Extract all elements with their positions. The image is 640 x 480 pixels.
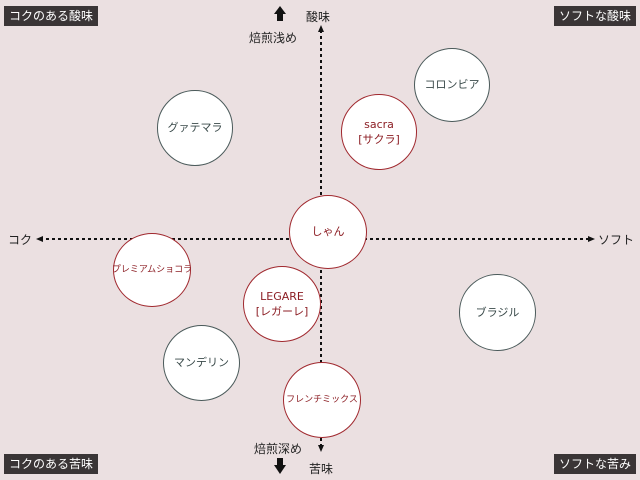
corner-label-soft-acidity: ソフトな酸味 <box>553 6 636 26</box>
bean-label: sacra <box>364 117 394 131</box>
up-arrow-icon <box>274 6 286 21</box>
axis-bottom-arrowhead <box>318 445 324 452</box>
bean-label: プレミアムショコラ <box>111 264 193 275</box>
bean-guatemala: グァテマラ <box>157 90 233 166</box>
bean-french-mix: フレンチミックス <box>283 362 361 438</box>
bean-label: LEGARE <box>260 289 304 303</box>
corner-label-rich-acidity: コクのある酸味 <box>4 6 99 26</box>
axis-label-dark-roast: 焙煎深め <box>254 442 303 456</box>
bean-premium-chocolat: プレミアムショコラ <box>111 233 193 307</box>
bean-brazil: ブラジル <box>459 274 536 351</box>
bean-label: しゃん <box>311 225 345 239</box>
bean-sacra: sacra [サクラ] <box>341 94 417 170</box>
corner-label-soft-bitterness: ソフトな苦み <box>553 454 636 474</box>
bean-shan: しゃん <box>289 195 367 269</box>
bean-legare: LEGARE [レガーレ] <box>243 266 321 342</box>
axis-label-soft: ソフト <box>598 233 635 247</box>
axis-label-body: コク <box>8 233 33 247</box>
bean-label: マンデリン <box>174 356 229 370</box>
axis-label-acidity: 酸味 <box>306 10 331 24</box>
down-arrow-icon <box>274 458 286 474</box>
axis-top-arrowhead <box>318 25 324 32</box>
corner-label-rich-bitterness: コクのある苦味 <box>4 454 99 474</box>
bean-sublabel: [レガーレ] <box>255 305 309 318</box>
axis-label-light-roast: 焙煎浅め <box>249 31 298 45</box>
bean-label: ブラジル <box>475 305 520 319</box>
axis-label-bitterness: 苦味 <box>309 462 334 476</box>
bean-mandheling: マンデリン <box>163 325 240 401</box>
axis-right-arrowhead <box>588 236 595 242</box>
bean-colombia: コロンビア <box>414 48 490 122</box>
bean-label: コロンビア <box>424 78 480 92</box>
axis-left-arrowhead <box>36 236 43 242</box>
bean-sublabel: [サクラ] <box>358 133 400 146</box>
bean-label: フレンチミックス <box>286 394 358 405</box>
bean-label: グァテマラ <box>167 121 223 135</box>
